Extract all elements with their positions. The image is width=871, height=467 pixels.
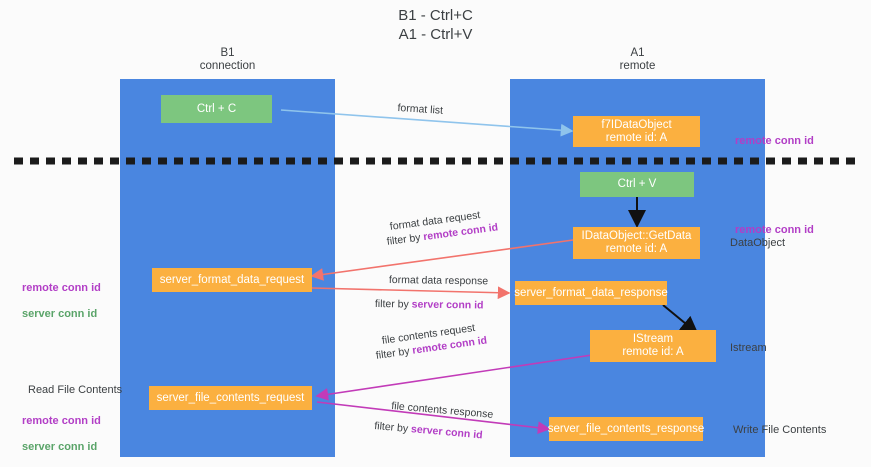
box-server-format-data-response[interactable]: server_format_data_response	[514, 281, 668, 305]
conn-id-remote-label: remote conn id	[735, 135, 814, 147]
label-read-file-contents: Read File Contents	[28, 384, 123, 396]
label-write-file-contents: Write File Contents	[733, 424, 827, 436]
conn-id-server-label-1: server conn id	[22, 308, 98, 320]
filter-prefix-3: filter by	[375, 344, 414, 362]
arrow-label-format-data-response-filter: filter by server conn id	[375, 297, 484, 313]
conn-ids-left-format: remote conn id server conn id	[22, 269, 101, 334]
filter-prefix-1: filter by	[386, 231, 425, 248]
conn-id-remote-top: remote conn id	[735, 122, 814, 161]
arrow-label-format-list: format list	[397, 101, 444, 117]
box-idataobject-getdata[interactable]: IDataObject::GetData remote id: A	[573, 227, 700, 259]
conn-id-server-label-2: server conn id	[22, 441, 98, 453]
box-ctrl-c[interactable]: Ctrl + C	[161, 95, 272, 123]
lane-header-a1: A1 remote	[619, 47, 656, 72]
box-server-file-contents-request[interactable]: server_file_contents_request	[149, 386, 312, 410]
box-server-format-data-request[interactable]: server_format_data_request	[152, 268, 312, 292]
box-istream-remote[interactable]: IStream remote id: A	[590, 330, 716, 362]
conn-id-remote-label-4: remote conn id	[22, 415, 101, 427]
box-server-file-contents-response[interactable]: server_file_contents_response	[548, 417, 704, 441]
conn-id-remote-getdata: remote conn id	[735, 211, 814, 250]
box-ctrl-v[interactable]: Ctrl + V	[580, 172, 694, 197]
label-dataobject: DataObject	[730, 237, 786, 249]
conn-id-remote-label-3: remote conn id	[22, 282, 101, 294]
conn-id-remote-label-2: remote conn id	[735, 224, 814, 236]
arrow-label-file-contents-response: file contents response	[390, 399, 494, 421]
box-idataobject-remote[interactable]: f7IDataObject remote id: A	[573, 116, 700, 147]
filter-value-server-1: server conn id	[411, 298, 484, 312]
arrow-label-format-data-response: format data response	[388, 273, 489, 288]
label-istream: Istream	[730, 342, 767, 354]
filter-prefix-2: filter by	[374, 297, 412, 311]
lane-header-b1: B1 connection	[199, 47, 256, 72]
conn-ids-left-file: remote conn id server conn id	[22, 402, 101, 467]
diagram-title: B1 - Ctrl+C A1 - Ctrl+V	[398, 7, 473, 43]
arrow-format-data-response	[311, 286, 511, 300]
filter-value-server-2: server conn id	[410, 423, 484, 442]
filter-prefix-4: filter by	[373, 419, 412, 436]
arrow-label-file-contents-response-filter: filter by server conn id	[374, 419, 483, 442]
